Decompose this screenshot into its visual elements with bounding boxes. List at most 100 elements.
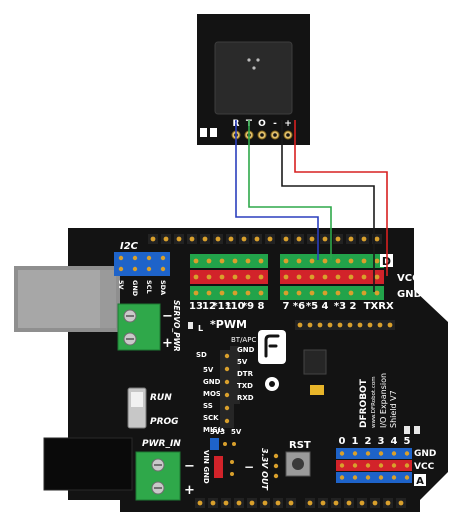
top-header-pin [374, 236, 380, 242]
analog-pin-header [336, 448, 412, 483]
digital-pin-number: *6 [293, 301, 305, 312]
i2c-pin [160, 266, 166, 272]
analog-strip [336, 460, 412, 471]
analog-pin [339, 463, 345, 468]
sd-pin-label: MISO [203, 426, 224, 434]
analog-pin [404, 475, 410, 480]
digital-pin [219, 290, 225, 296]
sd-pin-label: GND [203, 378, 221, 386]
digital-pin [258, 274, 264, 280]
analog-pin [352, 475, 358, 480]
digital-pin [335, 258, 341, 264]
pin [232, 442, 236, 446]
digital-pin [283, 290, 289, 296]
apc-pin-label: RXD [237, 394, 254, 402]
analog-pin [391, 463, 397, 468]
servo-minus-sign: − [162, 309, 173, 324]
bottom-header-pin [210, 500, 216, 506]
wireless-pin [367, 322, 373, 328]
digital-vcc-label: VCC [397, 273, 419, 284]
wireless-pin [297, 322, 303, 328]
module-pin-hole [260, 133, 264, 137]
top-header-pin [176, 236, 182, 242]
digital-pin [232, 290, 238, 296]
digital-pin [245, 290, 251, 296]
analog-pin [365, 463, 371, 468]
digital-signal-strip [190, 254, 268, 268]
analog-pin [339, 475, 345, 480]
reset-button-cap[interactable] [292, 458, 304, 470]
digital-gnd-label: GND [397, 289, 422, 300]
analog-pin [378, 475, 384, 480]
top-header-pin [254, 236, 260, 242]
analog-strip [336, 472, 412, 483]
digital-pin-number: RX [378, 301, 394, 312]
module-led-dot [252, 66, 256, 70]
i2c-pin [146, 266, 152, 272]
3v3-out-label: 3.3V OUT [260, 448, 269, 490]
digital-pin [232, 274, 238, 280]
digital-gnd-strip [190, 286, 268, 300]
digital-pin-number: 13 [189, 301, 203, 312]
analog-pin [391, 475, 397, 480]
analog-pin-number: 3 [378, 436, 385, 447]
prog-label: PROG [150, 417, 179, 427]
digital-pin-number: *3 [334, 301, 346, 312]
digital-vcc-strip [190, 270, 268, 284]
apc-pin-label: TXD [237, 382, 253, 390]
digital-gnd-strip [280, 286, 384, 300]
switch-slider[interactable] [131, 392, 143, 407]
bottom-header-pin [320, 500, 326, 506]
digital-pin-number: 8 [258, 301, 265, 312]
servo-plus-sign: + [162, 336, 173, 351]
a-badge: A [416, 476, 424, 487]
digital-pin [374, 274, 380, 280]
i2c-pin [132, 255, 138, 261]
digital-pin [348, 258, 354, 264]
run-label: RUN [150, 393, 172, 403]
i2c-pin-label: GND [131, 280, 139, 297]
bottom-header-pin [223, 500, 229, 506]
module-pin-hole [286, 133, 290, 137]
apc-pin-label: GND [237, 346, 255, 354]
3v3-out-header [273, 453, 279, 479]
analog-gnd-label: GND [414, 449, 436, 459]
digital-pin [322, 258, 328, 264]
analog-pin-number: 2 [365, 436, 372, 447]
apc-pin-label: DTR [237, 370, 254, 378]
digital-pin [361, 258, 367, 264]
analog-pin [365, 451, 371, 456]
pwr-in-label: PWR_IN [142, 439, 181, 449]
analog-pin [352, 463, 358, 468]
digital-pin [348, 290, 354, 296]
analog-pin [352, 451, 358, 456]
brand-title: I/O Expansion [379, 373, 388, 428]
voltage-jumper[interactable] [210, 438, 219, 450]
led-l-label: L [198, 324, 203, 333]
sd-pin-label: MOSI [203, 390, 224, 398]
servo-power-terminal [117, 303, 161, 351]
bottom-header-pin [398, 500, 404, 506]
pwr-in-terminal [135, 451, 181, 501]
digital-pin [283, 258, 289, 264]
top-header-pin [189, 236, 195, 242]
top-header-pin [215, 236, 221, 242]
brand-name: DFROBOT [359, 378, 369, 428]
i2c-pin [118, 255, 124, 261]
bottom-header-pin [307, 500, 313, 506]
dfrobot-logo [258, 330, 286, 391]
digital-pin [258, 290, 264, 296]
digital-pin [245, 258, 251, 264]
digital-pin [193, 258, 199, 264]
top-header-pin [267, 236, 273, 242]
smd-led [414, 426, 420, 434]
servo-pwr-label: SERVO_PWR [172, 300, 181, 352]
wire-blue [235, 120, 319, 260]
sd-pin [224, 392, 230, 398]
